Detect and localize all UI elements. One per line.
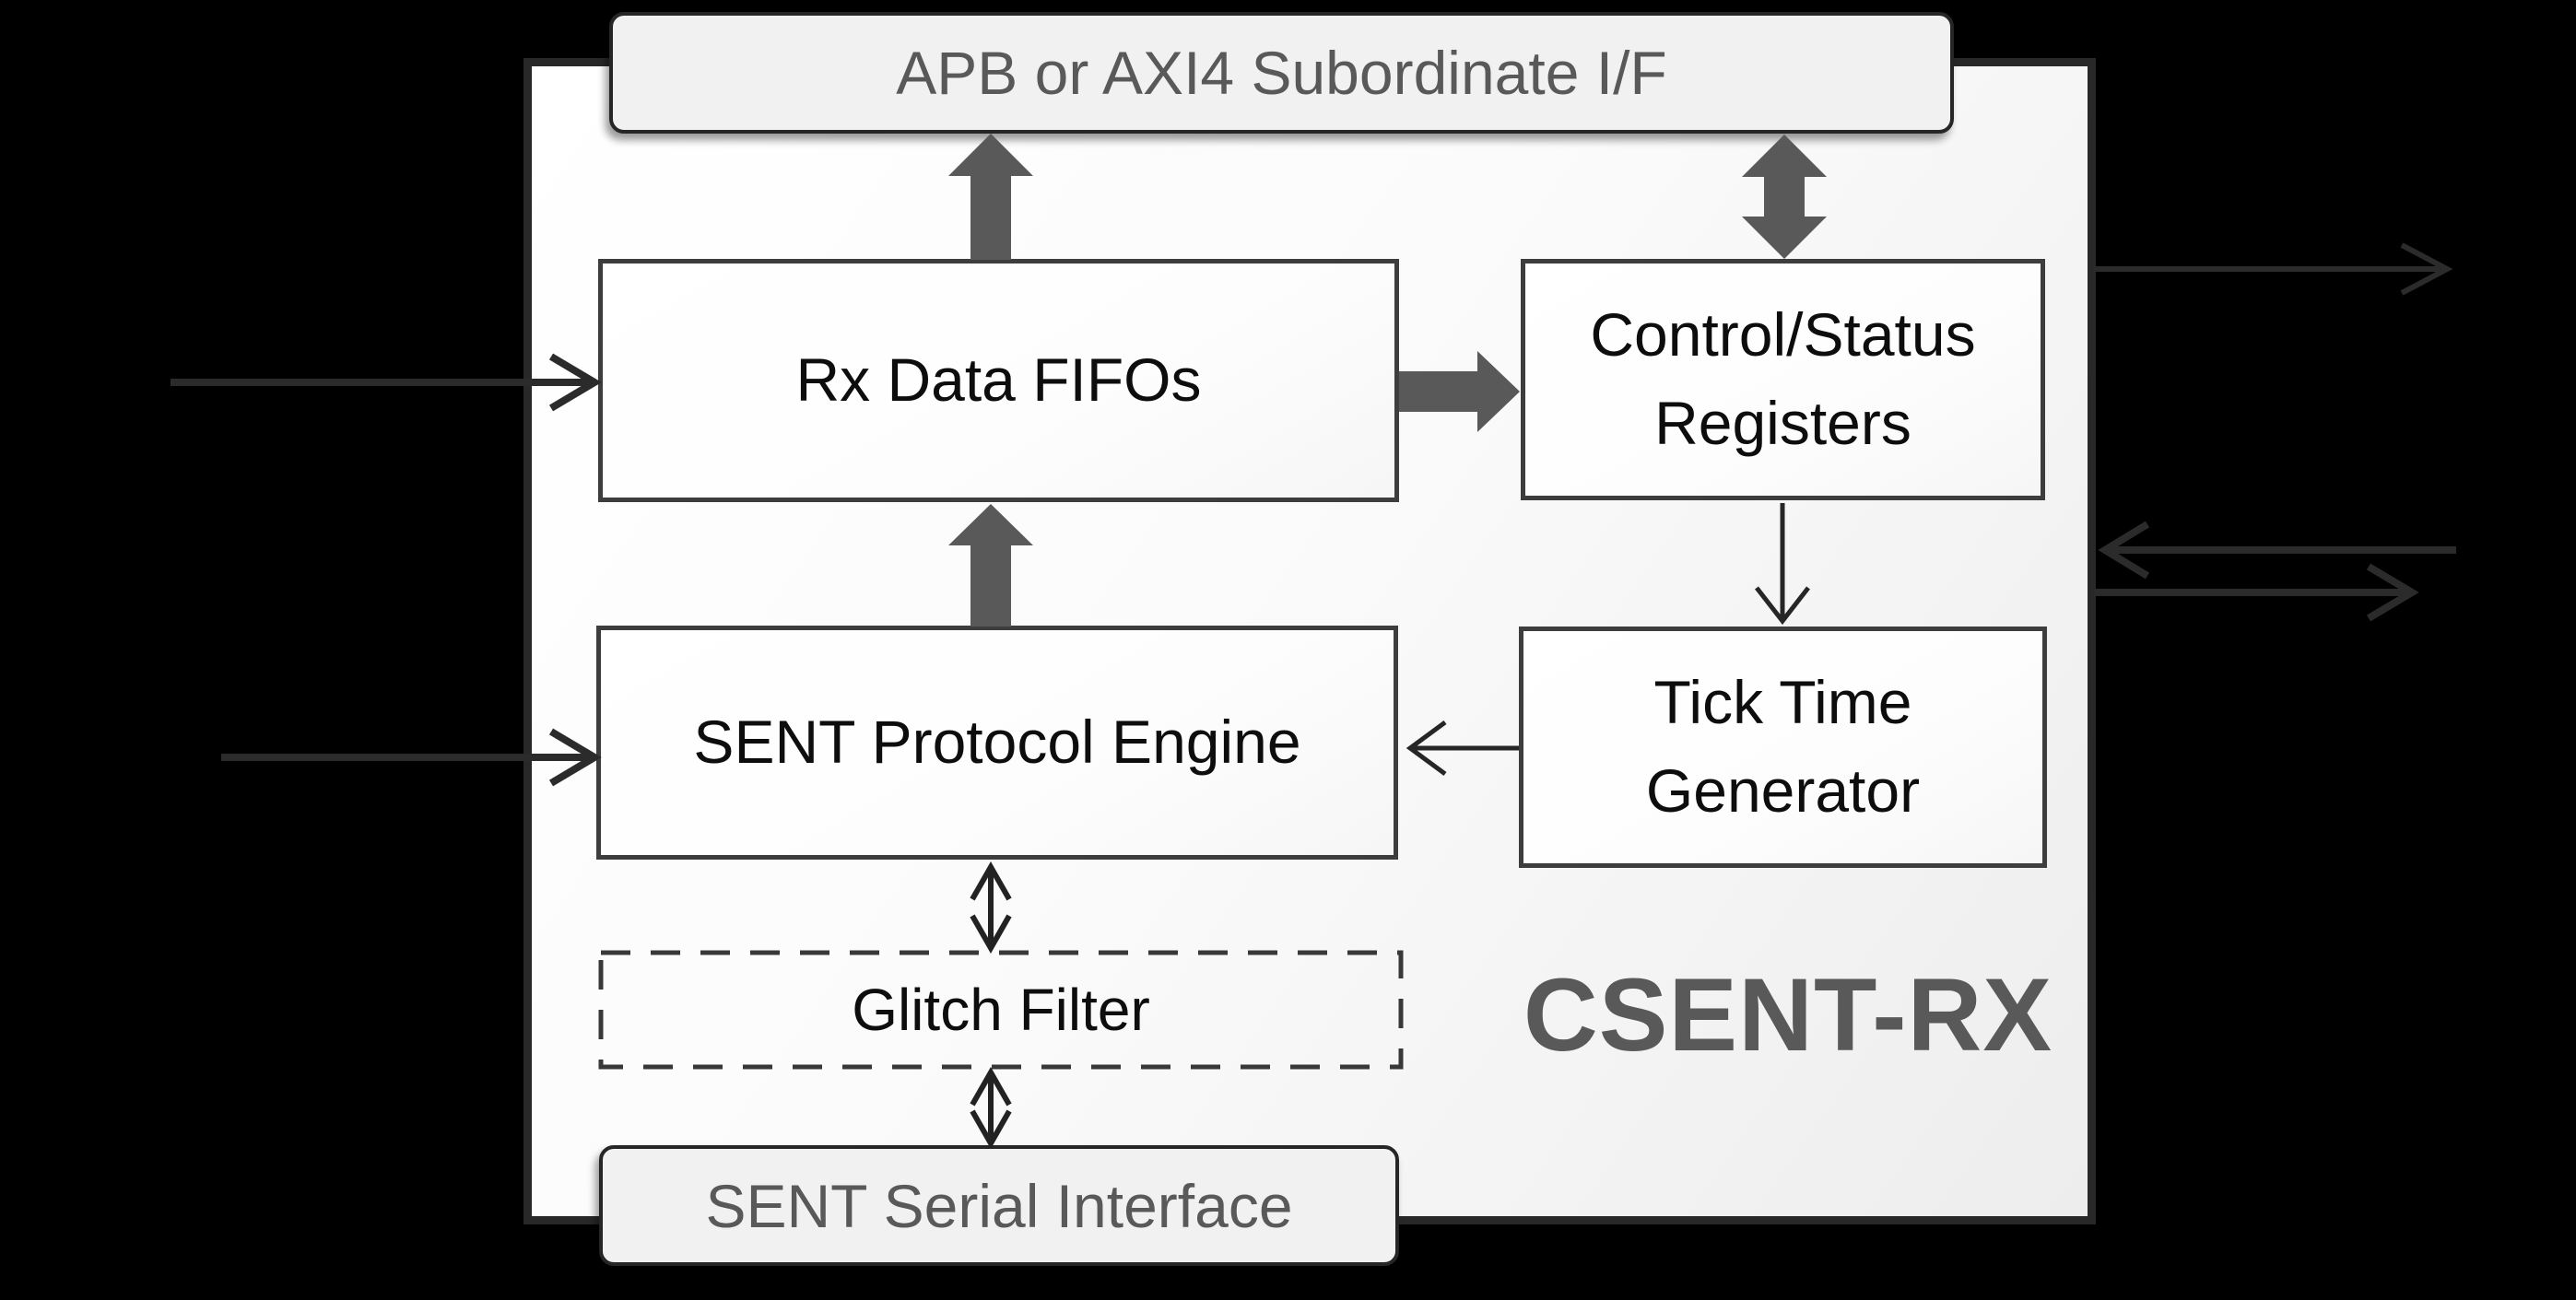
external-output-mid-right-head-icon	[2366, 563, 2419, 622]
block-tick-time-generator: Tick Time Generator	[1519, 627, 2047, 868]
block-rx-data-fifos-label: Rx Data FIFOs	[795, 345, 1202, 415]
external-output-top-right-head-icon	[2400, 242, 2453, 296]
block-sent-protocol-engine-label: SENT Protocol Engine	[693, 708, 1301, 777]
block-control-status-registers-label: Control/Status Registers	[1590, 300, 1976, 457]
block-tick-time-generator-label: Tick Time Generator	[1645, 668, 1921, 825]
module-title: CSENT-RX	[1523, 956, 2053, 1072]
sent-serial-interface-label: SENT Serial Interface	[705, 1171, 1293, 1240]
block-glitch-filter-label: Glitch Filter	[852, 977, 1150, 1043]
apb-axi4-interface-label: APB or AXI4 Subordinate I/F	[896, 39, 1667, 107]
external-input-mid-right-head-icon	[2098, 521, 2150, 580]
block-rx-data-fifos: Rx Data FIFOs	[598, 259, 1399, 502]
block-sent-protocol-engine: SENT Protocol Engine	[596, 626, 1398, 860]
sent-serial-interface-bar: SENT Serial Interface	[599, 1145, 1399, 1266]
block-control-status-registers: Control/Status Registers	[1521, 259, 2045, 500]
apb-axi4-interface-bar: APB or AXI4 Subordinate I/F	[609, 12, 1954, 134]
block-glitch-filter: Glitch Filter	[599, 951, 1403, 1069]
